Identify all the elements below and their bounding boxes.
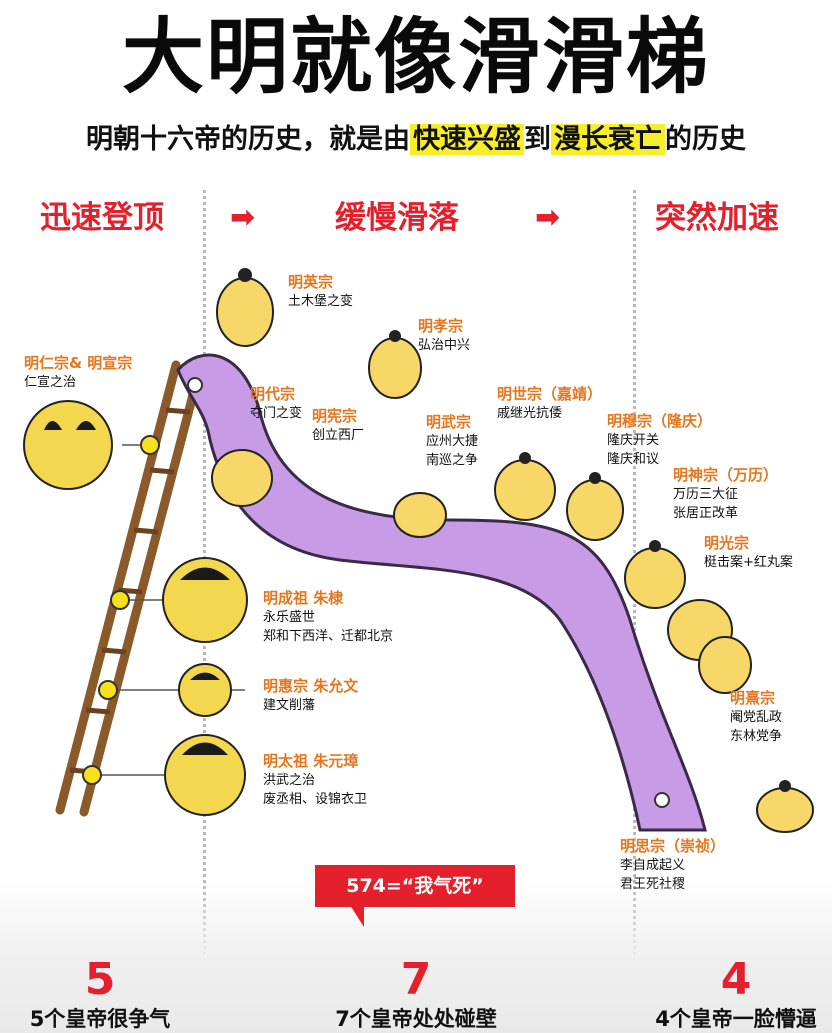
emperor-event: 梃击案+红丸案 [704, 555, 793, 570]
emperor-event: 土木堡之变 [288, 294, 354, 309]
ladder-rung [133, 527, 159, 535]
emperor-name: 明思宗（崇祯） [620, 837, 726, 855]
callout-574: 574=“我气死” [315, 865, 515, 907]
emperor-label-wuzong: 明武宗 应州大捷 南巡之争 [426, 412, 478, 470]
emperor-label-shenzong: 明神宗（万历） 万历三大征 张居正改革 [673, 465, 778, 523]
emperor-name: 明惠宗 朱允文 [263, 677, 359, 695]
emperor-event: 创立西厂 [312, 428, 365, 443]
emperor-name: 明太祖 朱元璋 [263, 752, 359, 770]
ladder-dot [110, 590, 130, 610]
summary-count: 4 [720, 954, 752, 1005]
character-wuzong [393, 492, 447, 538]
emperor-label-taizu: 明太祖 朱元璋 洪武之治 废丞相、设锦衣卫 [263, 751, 367, 809]
subtitle-highlight-rise: 快速兴盛 [410, 124, 524, 155]
emperor-event: 东林党争 [730, 729, 783, 744]
summary-rise: 5 5个皇帝很争气 [0, 955, 200, 1033]
slide-body [176, 353, 707, 832]
emperor-event: 洪武之治 [263, 773, 316, 788]
phase-label-rise: 迅速登顶 [40, 200, 164, 236]
phase-label-slide: 缓慢滑落 [335, 200, 459, 236]
character-daizong [211, 449, 273, 507]
ladder-rung [101, 647, 127, 655]
emperor-name: 明光宗 [704, 534, 750, 552]
emperor-name: 明成祖 朱棣 [263, 589, 344, 607]
emperor-label-xianzong: 明宪宗 创立西厂 [312, 406, 364, 445]
subtitle-part1: 明朝十六帝的历史，就是由 [86, 124, 410, 155]
subtitle-part3: 的历史 [665, 124, 746, 155]
emperor-label-yingzong: 明英宗 土木堡之变 [288, 272, 353, 311]
emperor-event: 夺门之变 [250, 406, 303, 421]
character-shizong [494, 459, 556, 521]
emperor-event: 应州大捷 [426, 434, 479, 449]
emperor-name: 明宪宗 [312, 407, 358, 425]
character-yingzong [216, 277, 274, 347]
emperor-label-xiaozong: 明孝宗 弘治中兴 [418, 316, 470, 355]
emperor-name: 明熹宗 [730, 689, 776, 707]
slide-bolt [654, 792, 670, 808]
emperor-event: 隆庆和议 [607, 452, 660, 467]
summary-count: 5 [84, 954, 116, 1005]
emperor-event: 仁宣之治 [24, 375, 77, 390]
emperor-label-chengzu: 明成祖 朱棣 永乐盛世 郑和下西洋、迁都北京 [263, 588, 393, 646]
character-xiaozong [368, 337, 422, 399]
slide-bolt [187, 377, 203, 393]
emperor-label-muzong: 明穆宗（隆庆） 隆庆开关 隆庆和议 [607, 411, 712, 469]
ladder-rung [85, 707, 111, 715]
emperor-name: 明代宗 [250, 385, 296, 403]
emperor-event: 阉党乱政 [730, 710, 783, 725]
ladder-rung [165, 407, 191, 415]
emperor-event: 南巡之争 [426, 453, 479, 468]
emperor-name: 明穆宗（隆庆） [607, 412, 713, 430]
emperor-event: 隆庆开关 [607, 433, 660, 448]
character-muzong [566, 479, 624, 541]
emperor-event: 李自成起义 [620, 858, 686, 873]
emperor-event: 张居正改革 [673, 506, 739, 521]
subtitle: 明朝十六帝的历史，就是由快速兴盛到漫长衰亡的历史 [0, 120, 832, 160]
character-shenzong [624, 547, 686, 609]
emperor-label-renzong-xuanzong: 明仁宗& 明宣宗 仁宣之治 [24, 353, 132, 392]
summary-count: 7 [400, 954, 432, 1005]
page-title: 大明就像滑滑梯 [121, 10, 710, 105]
summary-label: 4个皇帝一脸懵逼 [655, 1007, 817, 1031]
emperor-name: 明武宗 [426, 413, 472, 431]
character-chongzhen [756, 787, 814, 833]
subtitle-highlight-decline: 漫长衰亡 [551, 124, 665, 155]
phase-divider [633, 190, 636, 1033]
portrait-huizong [178, 663, 232, 717]
arrow-right-icon: ➡ [230, 200, 256, 235]
callout-tail [350, 905, 364, 927]
summary-slide: 7 7个皇帝处处碰壁 [306, 955, 526, 1033]
emperor-label-daizong: 明代宗 夺门之变 [250, 384, 302, 423]
emperor-name: 明世宗（嘉靖） [497, 385, 603, 403]
emperor-label-huizong: 明惠宗 朱允文 建文削藩 [263, 676, 358, 715]
emperor-name: 明英宗 [288, 273, 334, 291]
ladder-dot [140, 435, 160, 455]
emperor-event: 废丞相、设锦衣卫 [263, 792, 368, 807]
emperor-event: 永乐盛世 [263, 610, 316, 625]
summary-label: 5个皇帝很争气 [29, 1007, 171, 1031]
arrow-right-icon: ➡ [535, 200, 561, 235]
emperor-event: 弘治中兴 [418, 338, 471, 353]
emperor-event: 戚继光抗倭 [497, 406, 563, 421]
emperor-label-guangzong: 明光宗 梃击案+红丸案 [704, 533, 793, 572]
emperor-label-shizong: 明世宗（嘉靖） 戚继光抗倭 [497, 384, 602, 423]
summary-label: 7个皇帝处处碰壁 [335, 1007, 497, 1031]
subtitle-part2: 到 [524, 124, 551, 155]
emperor-event: 郑和下西洋、迁都北京 [263, 629, 394, 644]
emperor-name: 明仁宗& 明宣宗 [24, 354, 133, 372]
ladder-rung [149, 467, 175, 475]
ladder-dot [98, 680, 118, 700]
phase-label-accelerate: 突然加速 [655, 200, 779, 236]
emperor-name: 明神宗（万历） [673, 466, 779, 484]
emperor-name: 明孝宗 [418, 317, 464, 335]
summary-accelerate: 4 4个皇帝一脸懵逼 [640, 955, 832, 1033]
character-xizong [698, 636, 752, 694]
emperor-event: 建文削藩 [263, 698, 316, 713]
emperor-label-xizong: 明熹宗 阉党乱政 东林党争 [730, 688, 782, 746]
portrait-renzong-xuanzong [23, 400, 113, 490]
emperor-event: 万历三大征 [673, 487, 739, 502]
ladder-dot [82, 765, 102, 785]
